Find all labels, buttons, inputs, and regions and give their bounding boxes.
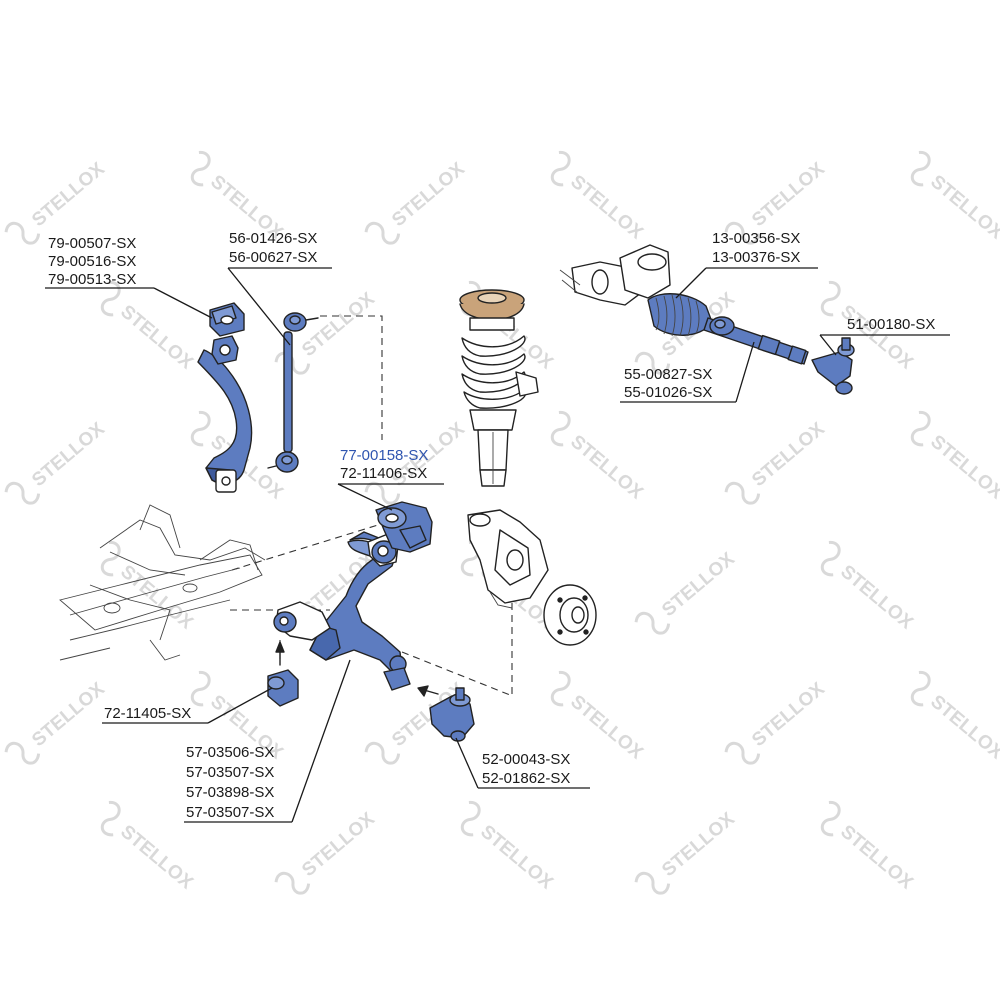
watermark-logo: STELLOX [910,150,1000,244]
control-arm-rear-bushing [375,501,433,553]
label-52-01862: 52-01862-SX [482,770,570,787]
watermark-logo: STELLOX [4,418,109,505]
watermark-text: STELLOX [476,821,557,894]
watermark-logo: STELLOX [460,800,557,894]
label-79-00516: 79-00516-SX [48,253,136,270]
watermark-logo: STELLOX [4,678,109,765]
watermark-text: STELLOX [658,808,739,881]
label-57-03898: 57-03898-SX [186,784,274,801]
watermark-text: STELLOX [116,561,197,634]
watermark-logo: STELLOX [910,670,1000,764]
watermark-logo: STELLOX [550,150,647,244]
watermark-text: STELLOX [298,808,379,881]
wheel-hub [543,584,597,646]
watermark-logo: STELLOX [100,280,197,374]
watermark-text: STELLOX [658,548,739,621]
part-labels: 79-00507-SX 79-00516-SX 79-00513-SX 56-0… [48,230,935,821]
stabilizer-bushing [209,302,245,365]
watermark-logo: STELLOX [364,158,469,245]
watermark-text: STELLOX [748,158,829,231]
label-79-00513: 79-00513-SX [48,271,136,288]
watermark-text: STELLOX [116,821,197,894]
watermark-logo: STELLOX [820,800,917,894]
watermark-logo: STELLOX [820,540,917,634]
label-51-00180: 51-00180-SX [847,316,935,333]
watermark-logo: STELLOX [634,548,739,635]
watermark-text: STELLOX [836,561,917,634]
watermark-text: STELLOX [298,288,379,361]
watermark-logo: STELLOX [550,410,647,504]
steering-knuckle [467,509,549,609]
label-79-00507: 79-00507-SX [48,235,136,252]
watermark-logo: STELLOX [724,418,829,505]
watermark-text: STELLOX [748,678,829,751]
watermark-text: STELLOX [28,678,109,751]
watermark-logo: STELLOX [724,678,829,765]
subframe [59,504,266,661]
watermark-text: STELLOX [566,431,647,504]
label-55-00827: 55-00827-SX [624,366,712,383]
label-13-00376: 13-00376-SX [712,249,800,266]
watermark-logo: STELLOX [274,808,379,895]
steering-rack [559,244,713,337]
watermark-text: STELLOX [926,691,1000,764]
label-52-00043: 52-00043-SX [482,751,570,768]
tie-rod-end [811,337,855,395]
watermark-text: STELLOX [116,301,197,374]
label-13-00356: 13-00356-SX [712,230,800,247]
ball-joint [417,685,475,742]
watermark-logo: STELLOX [100,800,197,894]
label-57-03507: 57-03507-SX [186,764,274,781]
lower-control-arm [273,531,411,691]
control-arm-front-bushing [267,641,299,707]
strut-assembly [459,289,539,487]
watermark-logo: STELLOX [634,808,739,895]
watermark-logo: STELLOX [910,410,1000,504]
label-72-11405: 72-11405-SX [104,705,191,722]
label-56-00627: 56-00627-SX [229,249,317,266]
stabilizer-link [267,312,319,473]
label-56-01426: 56-01426-SX [229,230,317,247]
label-72-11406: 72-11406-SX [340,465,427,482]
label-77-00158: 77-00158-SX [340,447,428,464]
watermark-text: STELLOX [926,171,1000,244]
watermark-text: STELLOX [926,431,1000,504]
watermark-text: STELLOX [28,418,109,491]
stabilizer-bar [197,349,253,493]
label-57-03507-b: 57-03507-SX [186,804,274,821]
watermark-text: STELLOX [28,158,109,231]
label-57-03506: 57-03506-SX [186,744,274,761]
watermark-text: STELLOX [566,171,647,244]
tie-rod [703,316,809,365]
watermark-text: STELLOX [748,418,829,491]
watermark-text: STELLOX [836,821,917,894]
watermark-text: STELLOX [566,691,647,764]
label-55-01026: 55-01026-SX [624,384,712,401]
leader-lines [45,267,950,823]
watermark-text: STELLOX [388,158,469,231]
